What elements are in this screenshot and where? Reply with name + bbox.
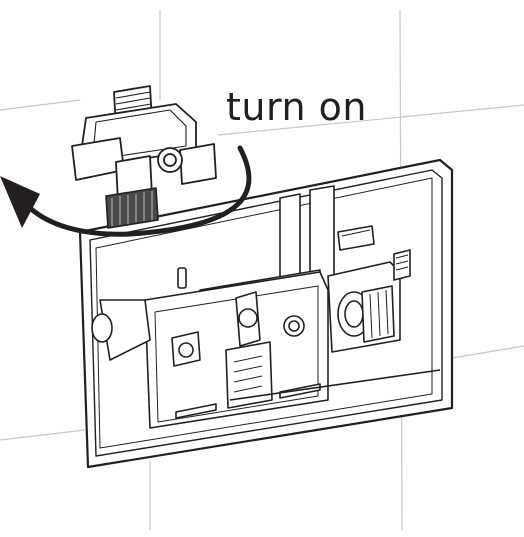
turn-on-caption: turn on	[226, 85, 367, 129]
wall-tiles	[0, 9, 524, 531]
cistern-mechanism	[91, 185, 441, 429]
threaded-fitting-icon	[71, 85, 217, 203]
valve-knob-icon	[105, 187, 159, 229]
curved-arrow-left-icon	[0, 145, 252, 237]
